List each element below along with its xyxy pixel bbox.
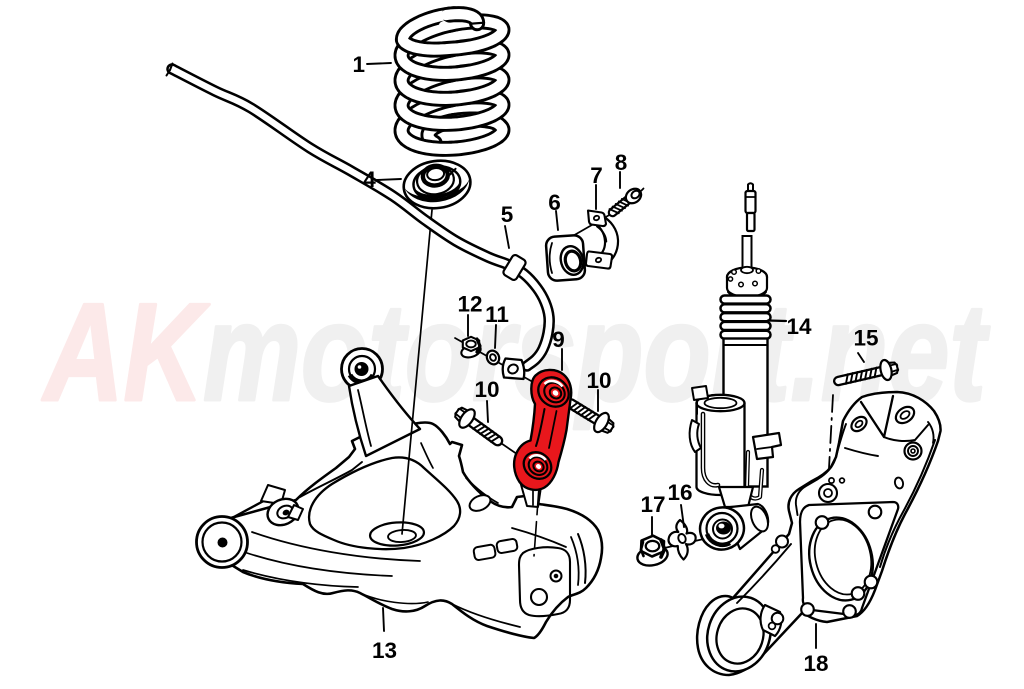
svg-text:18: 18	[803, 651, 828, 676]
svg-text:9: 9	[552, 327, 565, 352]
svg-text:11: 11	[485, 302, 509, 327]
svg-text:6: 6	[548, 190, 561, 215]
svg-text:13: 13	[372, 638, 397, 663]
svg-text:4: 4	[363, 167, 376, 192]
svg-text:7: 7	[590, 163, 603, 188]
svg-text:16: 16	[667, 480, 692, 505]
svg-text:10: 10	[586, 368, 611, 393]
svg-text:14: 14	[786, 314, 812, 339]
svg-text:5: 5	[501, 202, 514, 227]
svg-text:AKmotorsport.net: AKmotorsport.net	[42, 275, 991, 430]
svg-text:1: 1	[352, 52, 365, 77]
svg-text:15: 15	[853, 326, 878, 351]
svg-text:17: 17	[640, 492, 665, 517]
svg-text:12: 12	[457, 292, 482, 317]
svg-text:8: 8	[615, 150, 628, 175]
svg-text:10: 10	[474, 377, 499, 402]
